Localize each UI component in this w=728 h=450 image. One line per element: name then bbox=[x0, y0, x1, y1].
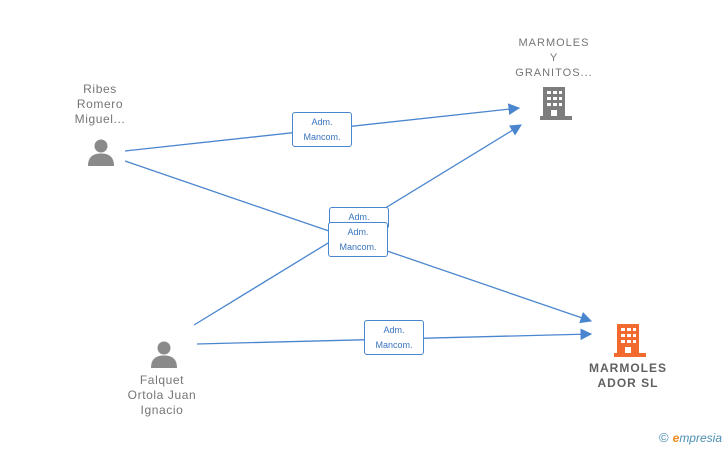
label-line: Ribes bbox=[83, 82, 117, 96]
person-icon[interactable] bbox=[86, 137, 116, 167]
brand-name: mpresia bbox=[679, 431, 722, 445]
edge-label-falquet-ador[interactable]: Adm. Mancom. bbox=[364, 320, 424, 355]
role-text: Adm. bbox=[311, 117, 333, 127]
copyright-icon: © bbox=[659, 430, 669, 445]
company-label-granitos[interactable]: MARMOLES Y GRANITOS... bbox=[498, 36, 610, 81]
person-icon[interactable] bbox=[149, 339, 179, 369]
label-line: ADOR SL bbox=[597, 376, 659, 390]
role-text: Mancom. bbox=[339, 242, 377, 252]
role-text: Adm. bbox=[347, 227, 369, 237]
label-line: MARMOLES bbox=[589, 361, 667, 375]
role-text: Mancom. bbox=[303, 132, 341, 142]
label-line: MARMOLES bbox=[518, 37, 590, 49]
label-line: Ortola Juan bbox=[127, 388, 197, 402]
label-line: Romero bbox=[76, 97, 124, 111]
label-line: Miguel... bbox=[74, 112, 126, 126]
building-icon-highlighted[interactable] bbox=[614, 323, 646, 357]
empresia-logo[interactable]: ©empresia bbox=[659, 430, 722, 445]
label-line: Y bbox=[549, 52, 559, 64]
company-label-ador[interactable]: MARMOLES ADOR SL bbox=[572, 361, 684, 391]
role-text: Adm. bbox=[348, 212, 370, 222]
label-line: Ignacio bbox=[140, 403, 184, 417]
label-line: GRANITOS... bbox=[515, 67, 593, 79]
edge-label-falquet-granitos[interactable]: Adm. Mancom. bbox=[328, 222, 388, 257]
brand-initial: e bbox=[672, 431, 680, 445]
edge-label-ribes-granitos[interactable]: Adm. Mancom. bbox=[292, 112, 352, 147]
person-label-falquet[interactable]: Falquet Ortola Juan Ignacio bbox=[107, 373, 217, 418]
person-label-ribes[interactable]: Ribes Romero Miguel... bbox=[50, 82, 150, 127]
role-text: Mancom. bbox=[375, 340, 413, 350]
role-text: Adm. bbox=[383, 325, 405, 335]
label-line: Falquet bbox=[139, 373, 185, 387]
building-icon[interactable] bbox=[540, 86, 572, 120]
